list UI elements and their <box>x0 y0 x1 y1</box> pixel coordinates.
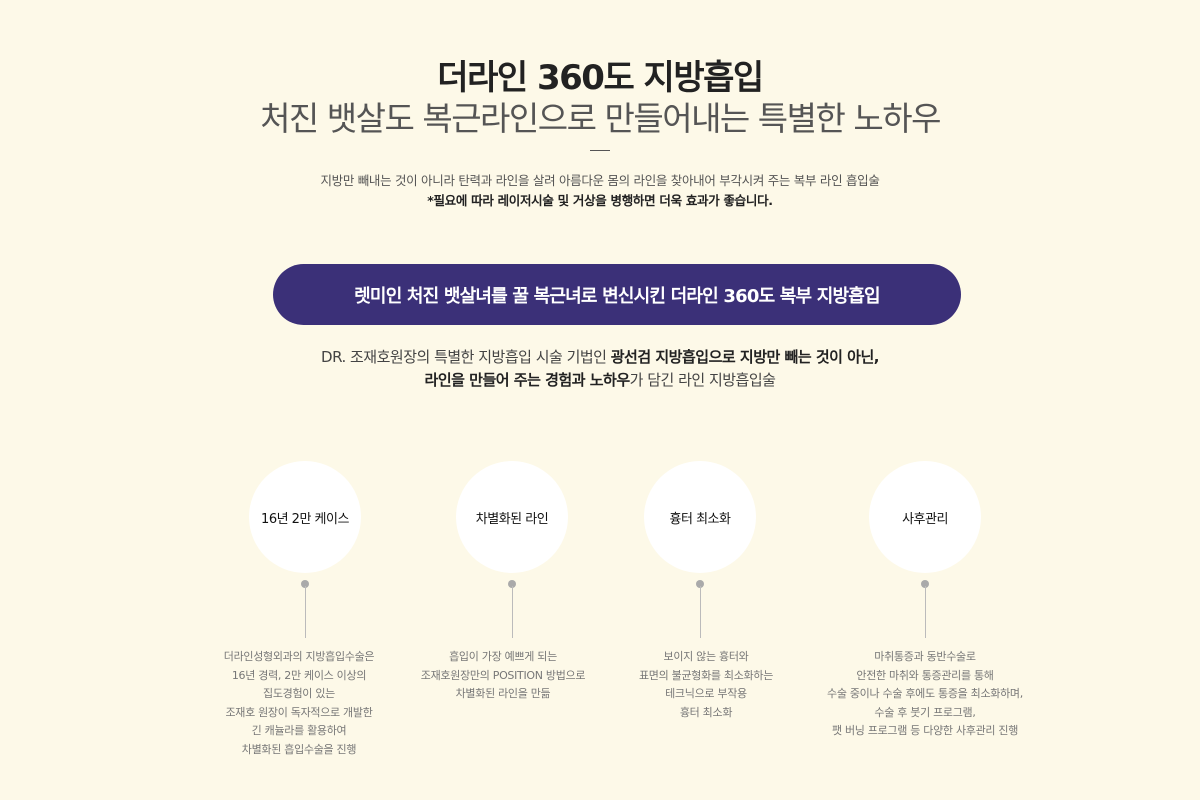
feature-description: 더라인성형외과의 지방흡입수술은 16년 경력, 2만 케이스 이상의 집도경험… <box>169 648 429 759</box>
feature-description: 마취통증과 동반수술로 안전한 마취와 통증관리를 통해 수술 중이나 수술 후… <box>795 648 1055 741</box>
feature-description: 흡입이 가장 예쁘게 되는 조재호원장만의 POSITION 방법으로 차별화된… <box>373 648 633 704</box>
intro-line-1: DR. 조재호원장의 특별한 지방흡입 시술 기법인 광선검 지방흡입으로 지방… <box>0 346 1200 367</box>
feature-connector <box>305 586 306 638</box>
feature-desc-line: 차별화된 흡입수술을 진행 <box>241 742 357 756</box>
feature-desc-line: 더라인성형외과의 지방흡입수술은 <box>223 650 375 663</box>
feature-circle: 사후관리 <box>869 461 981 573</box>
feature-desc-line: 집도경험이 있는 <box>263 687 335 700</box>
feature-desc-line: 흉터 최소화 <box>679 705 733 719</box>
feature-desc-line: 안전한 마취와 통증관리를 통해 <box>856 668 994 682</box>
intro-line-1-normal: DR. 조재호원장의 특별한 지방흡입 시술 기법인 <box>321 348 611 366</box>
intro-line-2-bold: 라인을 만들어 주는 경험과 노하우 <box>424 371 631 389</box>
description-line-1: 지방만 빼내는 것이 아니라 탄력과 라인을 살려 아름다운 몸의 라인을 찾아… <box>320 173 880 188</box>
highlight-banner: 렛미인 처진 뱃살녀를 꿀 복근녀로 변신시킨 더라인 360도 복부 지방흡입 <box>273 264 961 325</box>
feature-dot <box>301 580 309 588</box>
page-title: 더라인 360도 지방흡입 <box>437 58 764 98</box>
feature-connector <box>512 586 513 638</box>
feature-desc-line: 수술 후 붓기 프로그램, <box>874 705 976 719</box>
feature-desc-line: 차별화된 라인을 만듦 <box>455 687 551 700</box>
description-line-2: *필요에 따라 레이저시술 및 거상을 병행하면 더욱 효과가 좋습니다. <box>427 193 773 208</box>
feature-circle: 차별화된 라인 <box>456 461 568 573</box>
feature-dot <box>696 580 704 588</box>
feature-desc-line: 표면의 불균형화를 최소화하는 <box>638 668 774 682</box>
feature-connector <box>925 586 926 638</box>
feature-desc-line: 팻 버닝 프로그램 등 다양한 사후관리 진행 <box>831 724 1019 737</box>
feature-dot <box>508 580 516 588</box>
feature-circle: 흉터 최소화 <box>644 461 756 573</box>
feature-dot <box>921 580 929 588</box>
intro-line-2: 라인을 만들어 주는 경험과 노하우가 담긴 라인 지방흡입술 <box>0 369 1200 390</box>
feature-circle: 16년 2만 케이스 <box>249 461 361 573</box>
intro-line-2-normal: 가 담긴 라인 지방흡입술 <box>629 371 776 389</box>
page-subtitle: 처진 뱃살도 복근라인으로 만들어내는 특별한 노하우 <box>260 99 941 138</box>
feature-desc-line: 긴 캐뉼라를 활용하여 <box>251 724 347 737</box>
feature-desc-line: 보이지 않는 흉터와 <box>663 650 749 663</box>
feature-desc-line: 조재호원장만의 POSITION 방법으로 <box>420 668 586 682</box>
feature-connector <box>700 586 701 638</box>
feature-desc-line: 수술 중이나 수술 후에도 통증을 최소화하며, <box>827 687 1023 700</box>
feature-desc-line: 흡입이 가장 예쁘게 되는 <box>449 650 557 663</box>
feature-description: 보이지 않는 흉터와 표면의 불균형화를 최소화하는 테크닉으로 부작용 흉터 … <box>576 648 836 722</box>
intro-line-1-bold: 광선검 지방흡입으로 지방만 빼는 것이 아닌, <box>610 348 880 366</box>
feature-desc-line: 16년 경력, 2만 케이스 이상의 <box>231 668 367 682</box>
feature-desc-line: 마취통증과 동반수술로 <box>874 650 976 663</box>
feature-desc-line: 테크닉으로 부작용 <box>665 687 747 700</box>
title-divider <box>590 150 610 151</box>
feature-desc-line: 조재호 원장이 독자적으로 개발한 <box>225 705 373 719</box>
